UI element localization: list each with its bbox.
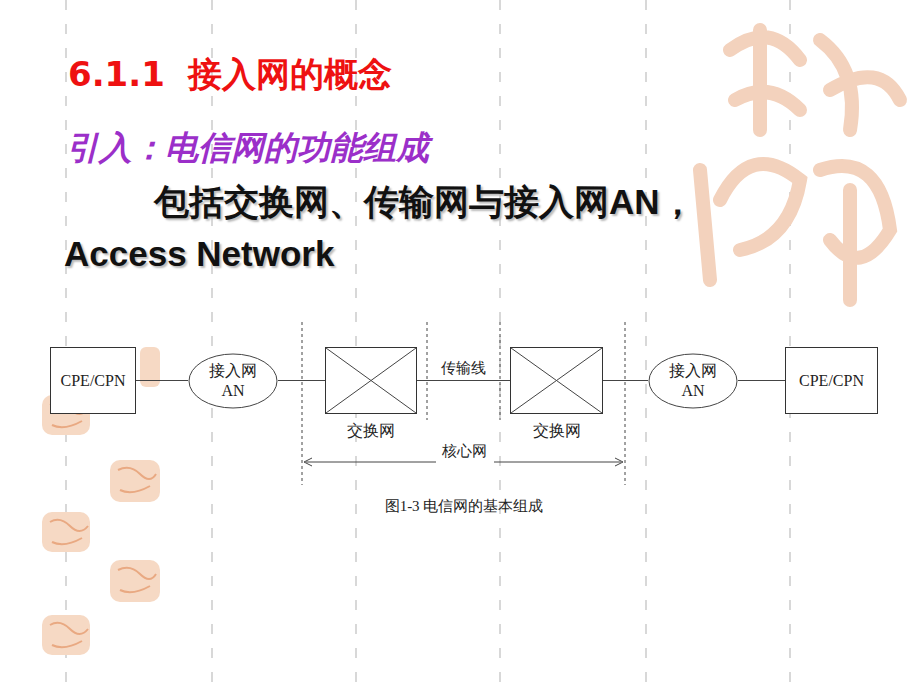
switch-cross	[326, 348, 416, 413]
cross-line	[326, 348, 416, 413]
node-label: 接入网 AN	[207, 361, 259, 401]
access-network-ellipse: 接入网 AN	[648, 353, 738, 409]
switching-network-box: 交换网	[510, 347, 603, 414]
node-label: CPE/CPN	[61, 371, 126, 391]
cross-line	[511, 348, 602, 413]
seal-strokes	[50, 403, 156, 648]
customer-premises-box: CPE/CPN	[785, 347, 878, 414]
connector-line	[278, 380, 325, 381]
ellipse-outline	[648, 353, 738, 409]
switching-network-box: 交换网	[325, 347, 417, 414]
core-network-bracket	[302, 322, 625, 485]
ellipse-outline	[649, 354, 737, 408]
cross-line	[326, 348, 416, 413]
switch-cross	[511, 348, 602, 413]
ellipse-outline	[189, 354, 277, 408]
seal-stamps	[42, 347, 160, 655]
node-label: 交换网	[347, 421, 395, 441]
connector-line	[738, 380, 785, 381]
connector-line	[136, 380, 188, 381]
node-label: CPE/CPN	[799, 371, 864, 391]
watermark-seal	[700, 30, 900, 300]
body-text: 包括交换网、传输网与接入网AN，Access Network	[64, 176, 794, 280]
core-network-label: 核心网	[438, 442, 491, 461]
slide-title: 6.1.1 接入网的概念	[68, 52, 392, 98]
cross-line	[511, 348, 602, 413]
connector-line	[603, 380, 648, 381]
edge-label: 传输线	[438, 359, 489, 378]
ellipse-outline	[188, 353, 278, 409]
figure-caption: 图1-3 电信网的基本组成	[385, 497, 544, 516]
node-label: 接入网 AN	[667, 361, 719, 401]
subtitle: 引入：电信网的功能组成	[66, 126, 429, 171]
background-grid	[66, 0, 790, 690]
customer-premises-box: CPE/CPN	[50, 347, 136, 414]
access-network-ellipse: 接入网 AN	[188, 353, 278, 409]
node-label: 交换网	[533, 421, 581, 441]
connector-line	[417, 380, 510, 381]
